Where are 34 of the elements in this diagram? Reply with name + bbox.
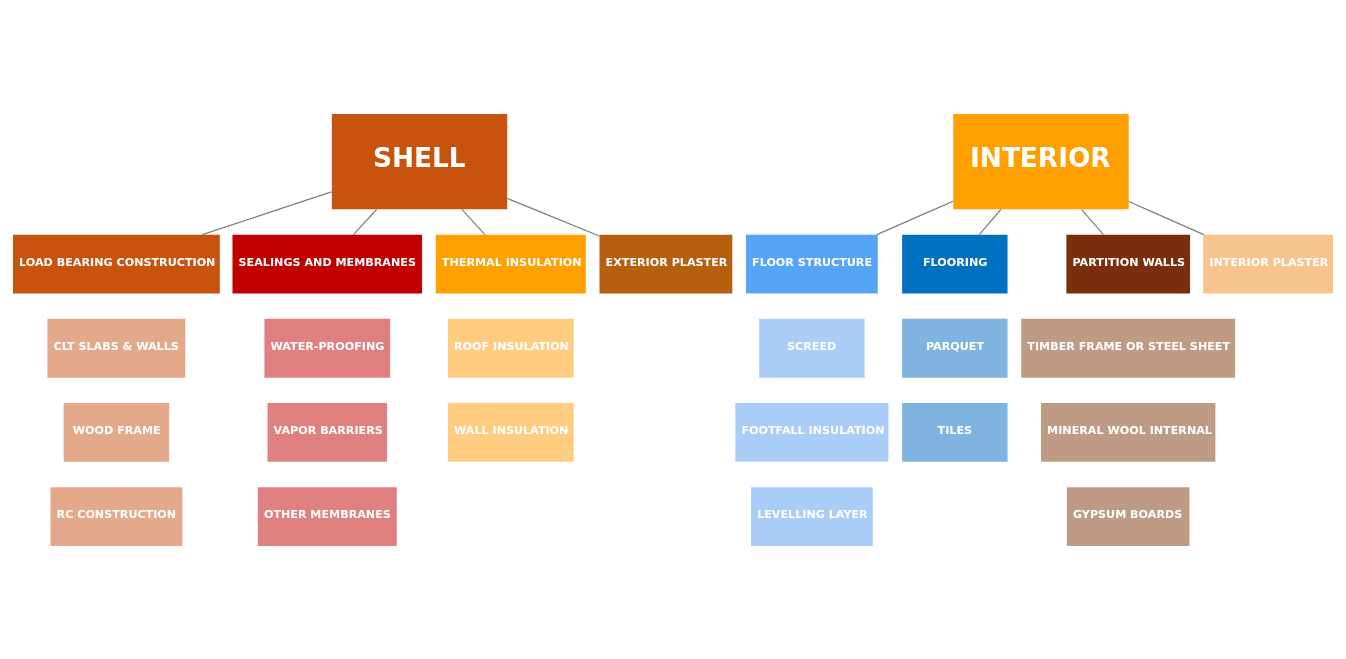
node-box: PARTITION WALLS — [1066, 234, 1191, 293]
node-box: FOOTFALL INSULATION — [735, 402, 889, 462]
node-box: THERMAL INSULATION — [435, 234, 586, 293]
connector — [1080, 208, 1105, 235]
node-box: WATER-PROOFING — [264, 318, 391, 378]
node-box: LOAD BEARING CONSTRUCTION — [13, 234, 220, 293]
node-box: WALL INSULATION — [447, 402, 574, 462]
connector — [506, 197, 600, 237]
connector — [461, 208, 486, 235]
node-box: SCREED — [759, 318, 865, 378]
connector — [876, 200, 954, 235]
node-box: GYPSUM BOARDS — [1066, 486, 1190, 546]
node-box: INTERIOR — [953, 113, 1129, 209]
node-box: EXTERIOR PLASTER — [599, 234, 733, 293]
connector — [352, 208, 378, 235]
node-box: SEALINGS AND MEMBRANES — [232, 234, 423, 293]
connector — [201, 190, 333, 235]
node-box: LEVELLING LAYER — [751, 486, 873, 546]
node-box: WOOD FRAME — [63, 402, 170, 462]
node-box: RC CONSTRUCTION — [50, 486, 183, 546]
node-box: ROOF INSULATION — [447, 318, 574, 378]
node-box: PARQUET — [902, 318, 1008, 378]
node-box: FLOOR STRUCTURE — [746, 234, 878, 293]
node-box: MINERAL WOOL INTERNAL — [1041, 402, 1216, 462]
connector — [978, 208, 1002, 235]
node-box: TILES — [902, 402, 1008, 462]
node-box: CLT SLABS & WALLS — [47, 318, 186, 378]
node-box: VAPOR BARRIERS — [267, 402, 388, 462]
node-box: TIMBER FRAME OR STEEL SHEET — [1021, 318, 1236, 378]
node-box: FLOORING — [902, 234, 1008, 293]
node-box: INTERIOR PLASTER — [1203, 234, 1333, 293]
node-box: SHELL — [331, 113, 508, 209]
connector — [1128, 200, 1205, 235]
node-box: OTHER MEMBRANES — [257, 486, 397, 546]
